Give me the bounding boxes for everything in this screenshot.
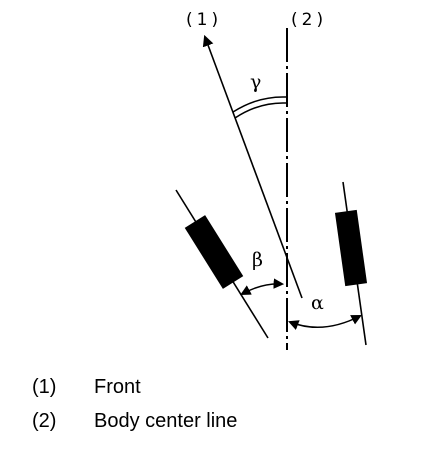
beta-label: β (252, 249, 263, 271)
front-marker-label: (1) (186, 10, 222, 30)
beta-arc (240, 278, 285, 296)
legend-item-front: (1) Front (32, 376, 141, 399)
legend-num-front: (1) (32, 376, 57, 398)
center-marker-label: (2) (291, 10, 327, 30)
legend-text-center: Body center line (94, 410, 238, 432)
legend-item-center: (2) Body center line (32, 410, 237, 433)
gamma-arc (232, 96, 287, 113)
alpha-label: α (311, 292, 324, 314)
right-wheel (334, 209, 368, 287)
alpha-arc (288, 315, 362, 330)
gamma-arc-inner (234, 102, 287, 119)
legend-text-front: Front (94, 376, 141, 398)
left-wheel (184, 215, 244, 289)
front-direction-line (202, 34, 303, 299)
legend-num-center: (2) (32, 410, 57, 432)
gamma-label: γ (250, 71, 261, 93)
